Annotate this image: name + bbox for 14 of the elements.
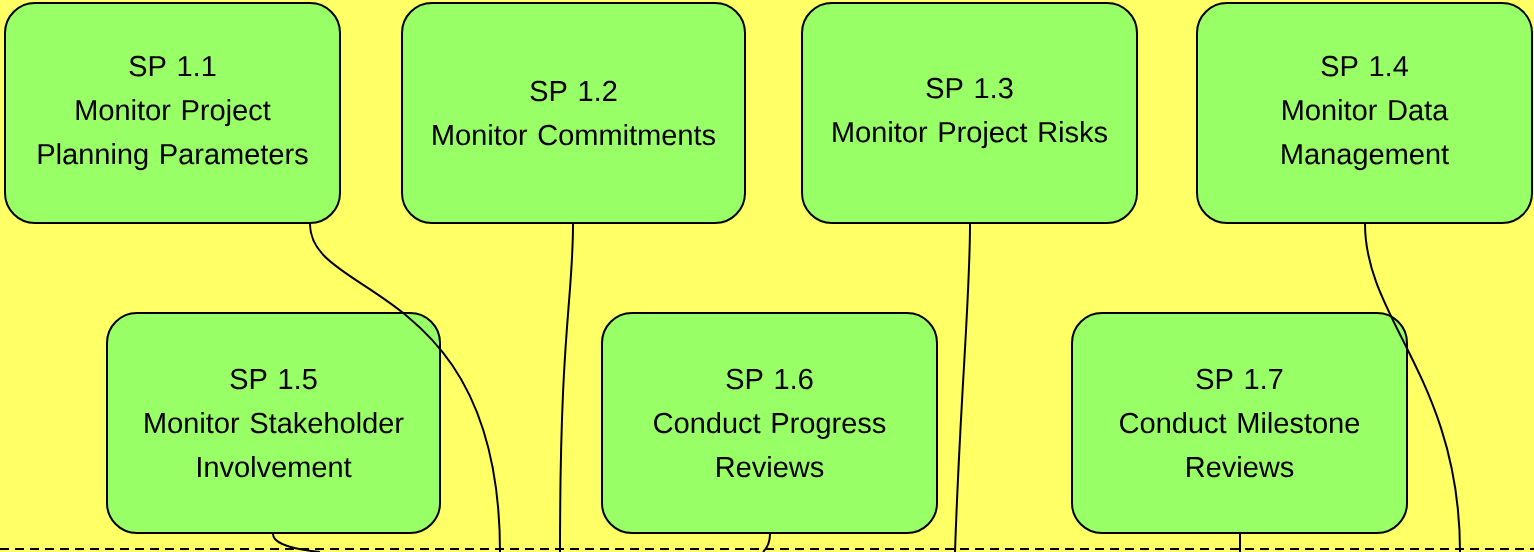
process-box: SP 1.4 Monitor Data Management <box>1196 2 1533 224</box>
process-box: SP 1.1 Monitor Project Planning Parameters <box>4 2 341 224</box>
connector-line <box>1239 533 1241 552</box>
connector-line <box>559 223 574 552</box>
process-box: SP 1.2 Monitor Commitments <box>401 2 746 224</box>
connector-line <box>1364 223 1461 552</box>
process-box: SP 1.6 Conduct Progress Reviews <box>601 312 938 534</box>
connector-line <box>309 223 501 552</box>
process-box: SP 1.5 Monitor Stakeholder Involvement <box>106 312 441 534</box>
connector-line <box>762 533 771 552</box>
connector-line <box>272 533 321 552</box>
connector-line <box>954 223 971 552</box>
process-box: SP 1.3 Monitor Project Risks <box>801 2 1138 224</box>
process-box: SP 1.7 Conduct Milestone Reviews <box>1071 312 1408 534</box>
